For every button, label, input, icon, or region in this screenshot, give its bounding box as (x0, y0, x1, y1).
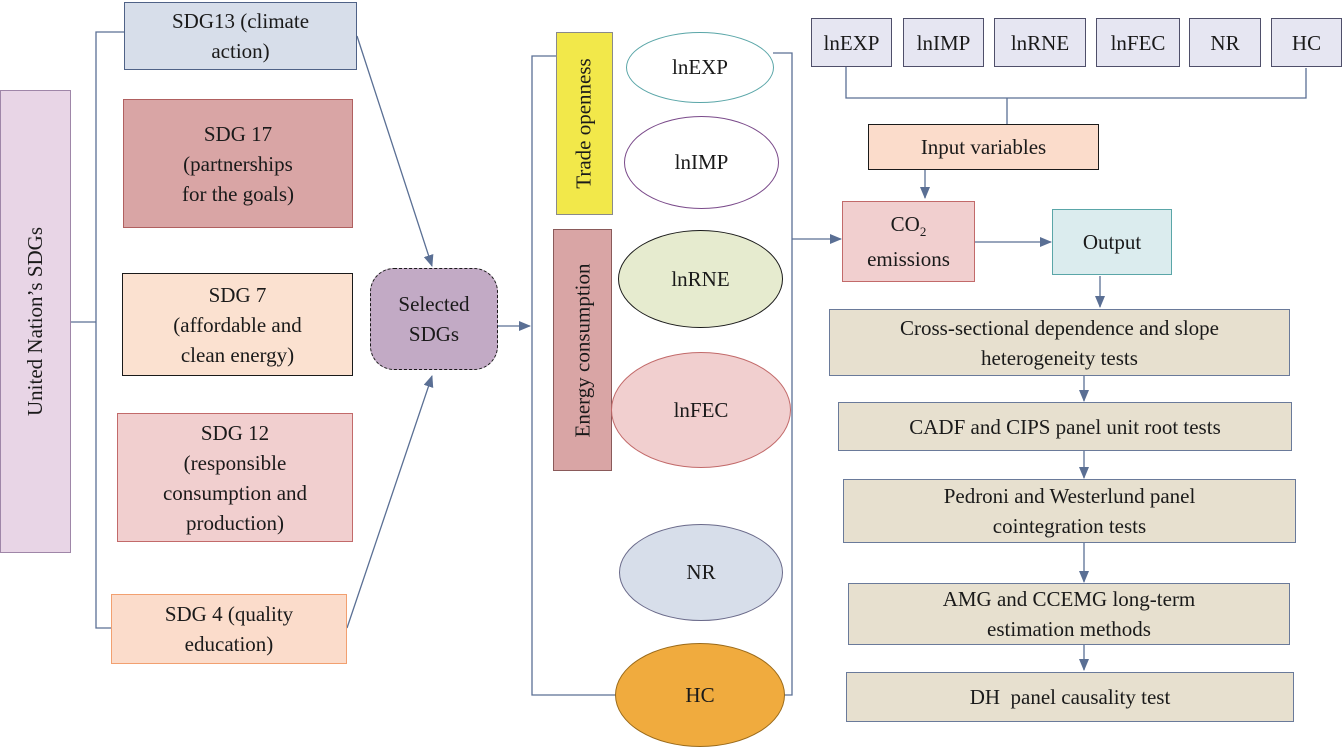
step-cointegration-test: Pedroni and Westerlund panel cointegrati… (843, 479, 1296, 543)
energy-consumption-box: Energy consumption (553, 229, 612, 471)
co2-emissions-box: CO2 emissions (842, 201, 975, 282)
lnexp-ellipse: lnEXP (626, 32, 774, 103)
top-var-lnfec: lnFEC (1096, 18, 1180, 67)
selected-sdgs-box: Selected SDGs (370, 268, 498, 370)
energy-consumption-label: Energy consumption (570, 262, 595, 438)
output-box: Output (1052, 209, 1172, 275)
top-var-lnrne: lnRNE (994, 18, 1086, 67)
top-var-hc: HC (1271, 18, 1342, 67)
trade-openness-box: Trade openness (556, 32, 613, 215)
sdg7-box: SDG 7 (affordable and clean energy) (122, 273, 353, 376)
un-sdgs-label: United Nation’s SDGs (23, 227, 47, 416)
trade-openness-label: Trade openness (572, 58, 596, 189)
sdg13-box: SDG13 (climate action) (124, 2, 357, 70)
sdg4-box: SDG 4 (quality education) (111, 594, 347, 664)
top-var-lnexp: lnEXP (811, 18, 892, 67)
nr-ellipse: NR (619, 524, 783, 621)
lnimp-ellipse: lnIMP (624, 116, 779, 209)
sdg12-box: SDG 12 (responsible consumption and prod… (117, 413, 353, 542)
emissions-label: emissions (867, 246, 950, 271)
co2-label: CO2 (890, 212, 927, 240)
input-variables-box: Input variables (868, 124, 1099, 170)
lnrne-ellipse: lnRNE (618, 230, 783, 328)
hc-ellipse: HC (615, 643, 785, 747)
step-csd-test: Cross-sectional dependence and slope het… (829, 309, 1290, 376)
step-unit-root-test: CADF and CIPS panel unit root tests (838, 402, 1292, 451)
lnfec-ellipse: lnFEC (611, 352, 791, 468)
step-estimation-methods: AMG and CCEMG long-term estimation metho… (848, 583, 1290, 645)
step-causality-test: DH panel causality test (846, 672, 1294, 722)
top-var-nr: NR (1189, 18, 1261, 67)
un-sdgs-box: United Nation’s SDGs (0, 90, 71, 553)
top-var-lnimp: lnIMP (903, 18, 984, 67)
sdg17-box: SDG 17 (partnerships for the goals) (123, 99, 353, 228)
